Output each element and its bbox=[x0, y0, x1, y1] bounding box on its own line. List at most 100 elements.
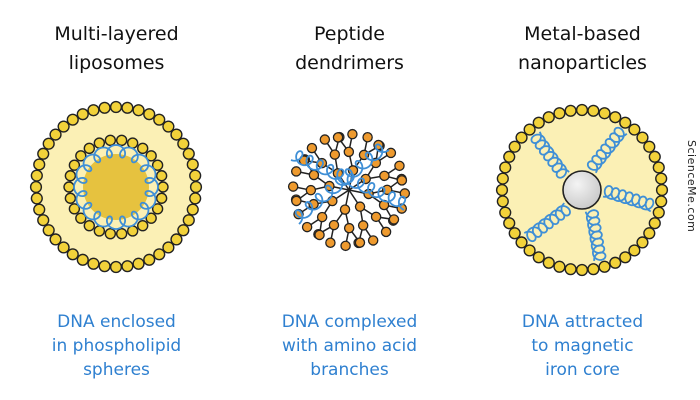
dna-strand bbox=[523, 202, 571, 243]
amino-acid-bead bbox=[314, 229, 325, 241]
lipid-bead bbox=[542, 111, 555, 124]
peptide-dendrimer-icon bbox=[287, 128, 411, 252]
amino-acid-bead bbox=[354, 201, 366, 212]
lipid-bead bbox=[655, 183, 669, 197]
lipid-bead bbox=[636, 236, 649, 249]
lipid-bead bbox=[496, 172, 509, 185]
lipid-bead bbox=[66, 248, 79, 261]
lipid-bead bbox=[648, 217, 661, 230]
amino-acid-bead bbox=[308, 169, 320, 181]
amino-acid-bead bbox=[379, 170, 390, 182]
amino-acid-bead bbox=[319, 134, 331, 145]
lipid-bead bbox=[503, 150, 516, 163]
lipid-bead bbox=[49, 128, 62, 141]
panel-title: Peptide dendrimers bbox=[295, 23, 404, 74]
amino-acid-bead bbox=[367, 235, 379, 246]
lipid-bead bbox=[523, 123, 536, 136]
lipid-bead bbox=[532, 251, 545, 264]
lipid-bead bbox=[64, 192, 77, 204]
lipid-bead bbox=[63, 181, 75, 193]
amino-acid-bead bbox=[385, 147, 397, 159]
lipid-bead bbox=[115, 134, 128, 147]
lipid-bead bbox=[652, 161, 665, 174]
lipid-bead bbox=[587, 104, 600, 117]
lipid-bead bbox=[553, 107, 566, 120]
lipid-bead bbox=[145, 212, 157, 224]
lipid-bead bbox=[495, 183, 509, 197]
lipid-bead bbox=[121, 101, 134, 114]
lipid-bead bbox=[515, 131, 528, 144]
lipid-bead bbox=[598, 260, 611, 273]
liposome-core bbox=[83, 154, 149, 220]
amino-acid-bead bbox=[380, 226, 392, 238]
lipid-bead bbox=[37, 147, 50, 160]
lipid-bead bbox=[145, 150, 157, 162]
lipid-bead bbox=[628, 123, 641, 136]
lipid-bead bbox=[64, 170, 77, 182]
lipid-bead bbox=[104, 227, 117, 240]
lipid-bead bbox=[177, 137, 190, 150]
lipid-bead bbox=[609, 256, 622, 269]
amino-acid-bead bbox=[325, 237, 336, 249]
lipid-bead bbox=[515, 236, 528, 249]
amino-acid-bead bbox=[316, 211, 328, 223]
lipid-bead bbox=[508, 140, 521, 153]
lipid-bead bbox=[57, 241, 70, 254]
lipid-bead bbox=[151, 159, 164, 171]
lipid-bead bbox=[83, 219, 96, 232]
lipid-bead bbox=[542, 256, 555, 269]
lipid-bead bbox=[575, 103, 589, 117]
amino-acid-bead bbox=[343, 222, 355, 234]
amino-acid-bead bbox=[394, 160, 405, 172]
amino-acid-bead bbox=[396, 175, 408, 186]
lipid-bead bbox=[655, 172, 668, 185]
lipid-bead bbox=[68, 159, 81, 171]
lipid-bead bbox=[153, 248, 166, 261]
amino-acid-bead bbox=[291, 195, 302, 207]
amino-acid-bead bbox=[306, 142, 318, 154]
amino-acid-bead bbox=[354, 237, 366, 248]
lipid-bead bbox=[87, 257, 100, 270]
amino-acid-bead bbox=[339, 204, 351, 215]
lipid-bead bbox=[496, 195, 509, 208]
lipid-bead bbox=[508, 227, 521, 240]
lipid-bead bbox=[66, 113, 79, 126]
panel-metal-nanoparticles: Metal-based nanoparticles DNA attracted … bbox=[466, 0, 699, 400]
lipid-bead bbox=[98, 260, 111, 273]
lipid-bead bbox=[155, 192, 168, 204]
lipid-bead bbox=[636, 131, 649, 144]
dna-strand bbox=[602, 185, 655, 213]
lipid-bead bbox=[33, 203, 46, 216]
amino-acid-bead bbox=[347, 128, 358, 140]
lipid-bead bbox=[30, 192, 43, 205]
panel-dendrimers: Peptide dendrimers DNA complexed with am… bbox=[233, 0, 466, 400]
amino-acid-bead bbox=[329, 149, 341, 160]
lipid-bead bbox=[93, 137, 106, 149]
dna-strand bbox=[530, 131, 570, 179]
lipid-bead bbox=[33, 158, 46, 171]
lipid-bead bbox=[564, 263, 577, 276]
lipid-bead bbox=[643, 140, 656, 153]
amino-acid-bead bbox=[301, 221, 313, 233]
lipid-bead bbox=[170, 233, 183, 246]
lipid-bead bbox=[121, 260, 134, 273]
lipid-bead bbox=[652, 206, 665, 219]
lipid-bead bbox=[68, 203, 81, 215]
amino-acid-bead bbox=[332, 132, 344, 143]
lipid-bead bbox=[109, 260, 123, 274]
lipid-bead bbox=[132, 257, 145, 270]
lipid-bead bbox=[75, 150, 87, 162]
amino-acid-bead bbox=[357, 220, 369, 231]
panel-caption: DNA attracted to magnetic iron core bbox=[521, 312, 644, 380]
amino-acid-bead bbox=[370, 211, 382, 223]
lipid-bead bbox=[170, 128, 183, 141]
amino-acid-bead bbox=[327, 195, 338, 207]
lipid-bead bbox=[93, 225, 106, 237]
lipid-bead bbox=[157, 181, 169, 193]
lipid-bead bbox=[648, 150, 661, 163]
panel-caption: DNA complexed with amino acid branches bbox=[281, 312, 418, 380]
lipid-bead bbox=[42, 224, 55, 237]
lipid-bead bbox=[87, 104, 100, 117]
lipid-bead bbox=[136, 142, 149, 155]
